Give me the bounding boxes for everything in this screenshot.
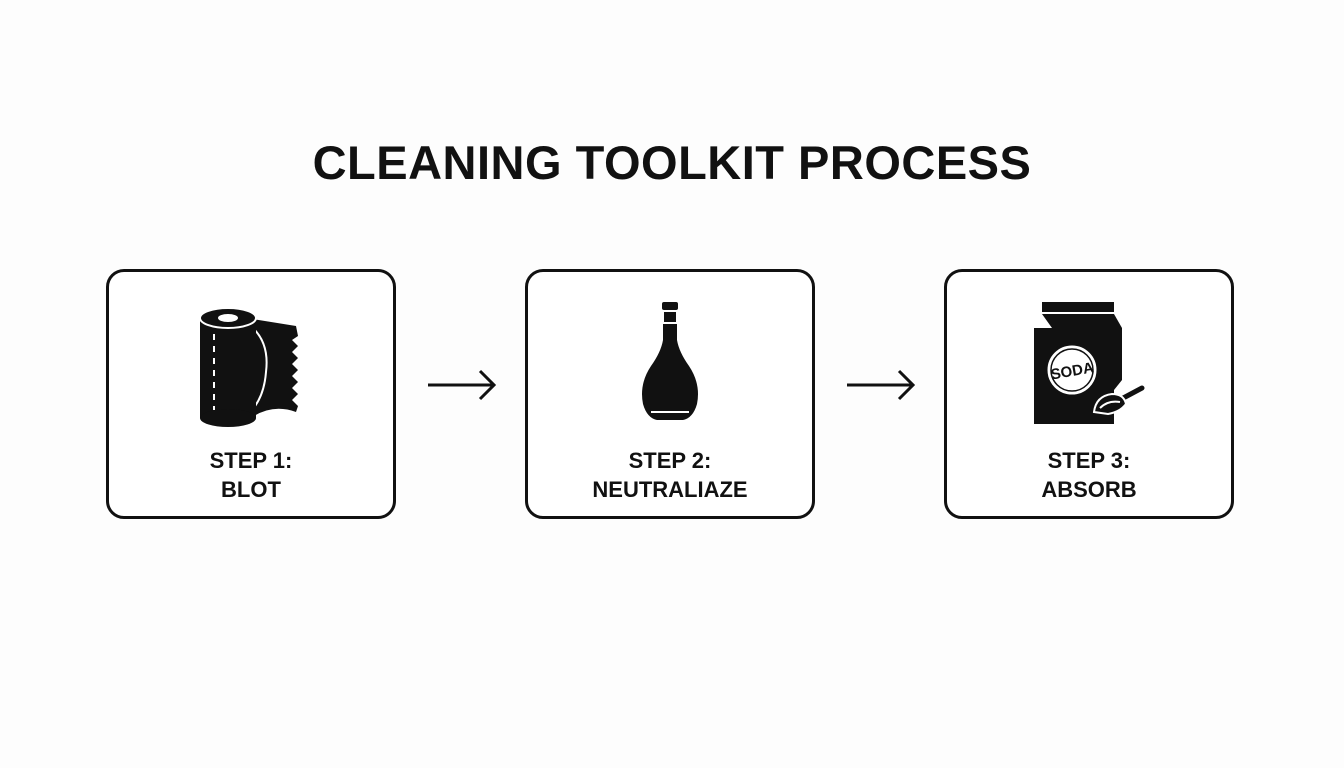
arrow-right-icon [426, 368, 498, 402]
step-label: STEP 3: ABSORB [947, 446, 1231, 504]
step-card-neutralize: STEP 2: NEUTRALIAZE [525, 269, 815, 519]
paper-towel-roll-icon [186, 300, 316, 435]
step-label: STEP 1: BLOT [109, 446, 393, 504]
step-card-absorb: SODA STEP 3: ABSORB [944, 269, 1234, 519]
step-card-blot: STEP 1: BLOT [106, 269, 396, 519]
vinegar-bottle-icon [605, 300, 735, 435]
arrow-right-icon [845, 368, 917, 402]
page-title: CLEANING TOOLKIT PROCESS [312, 136, 1032, 189]
step-action: NEUTRALIAZE [592, 477, 748, 502]
baking-soda-box-icon: SODA [1024, 300, 1154, 435]
step-number: STEP 2: [628, 448, 712, 473]
step-number: STEP 1: [209, 448, 293, 473]
step-action: ABSORB [1041, 477, 1137, 502]
step-number: STEP 3: [1047, 448, 1131, 473]
step-label: STEP 2: NEUTRALIAZE [528, 446, 812, 504]
step-action: BLOT [221, 477, 281, 502]
